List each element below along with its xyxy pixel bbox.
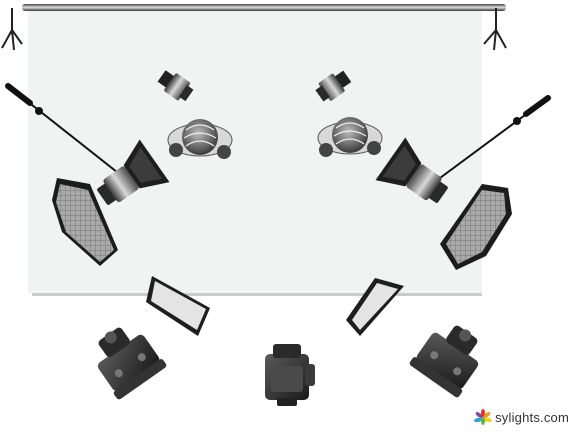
- camera-center: [265, 344, 315, 406]
- backdrop-stand-right: [483, 8, 507, 51]
- brand-name: sylights.com: [495, 409, 569, 425]
- strip-softbox-right: [346, 278, 404, 336]
- boom-light-right: [375, 95, 551, 203]
- brand-logo[interactable]: sylights.com: [474, 409, 569, 425]
- boom-light-left: [5, 83, 170, 205]
- gridded-softbox-left: [52, 178, 118, 266]
- subject-left: [167, 119, 233, 159]
- camera-left: [97, 327, 167, 400]
- background-light-right: [315, 70, 352, 102]
- camera-right: [409, 325, 479, 398]
- subject-right: [317, 117, 383, 157]
- gridded-softbox-right: [440, 184, 512, 270]
- background-light-left: [157, 70, 194, 102]
- backdrop-stand-left: [1, 8, 23, 51]
- strip-softbox-left: [146, 276, 210, 336]
- flower-petals-icon: [474, 409, 493, 425]
